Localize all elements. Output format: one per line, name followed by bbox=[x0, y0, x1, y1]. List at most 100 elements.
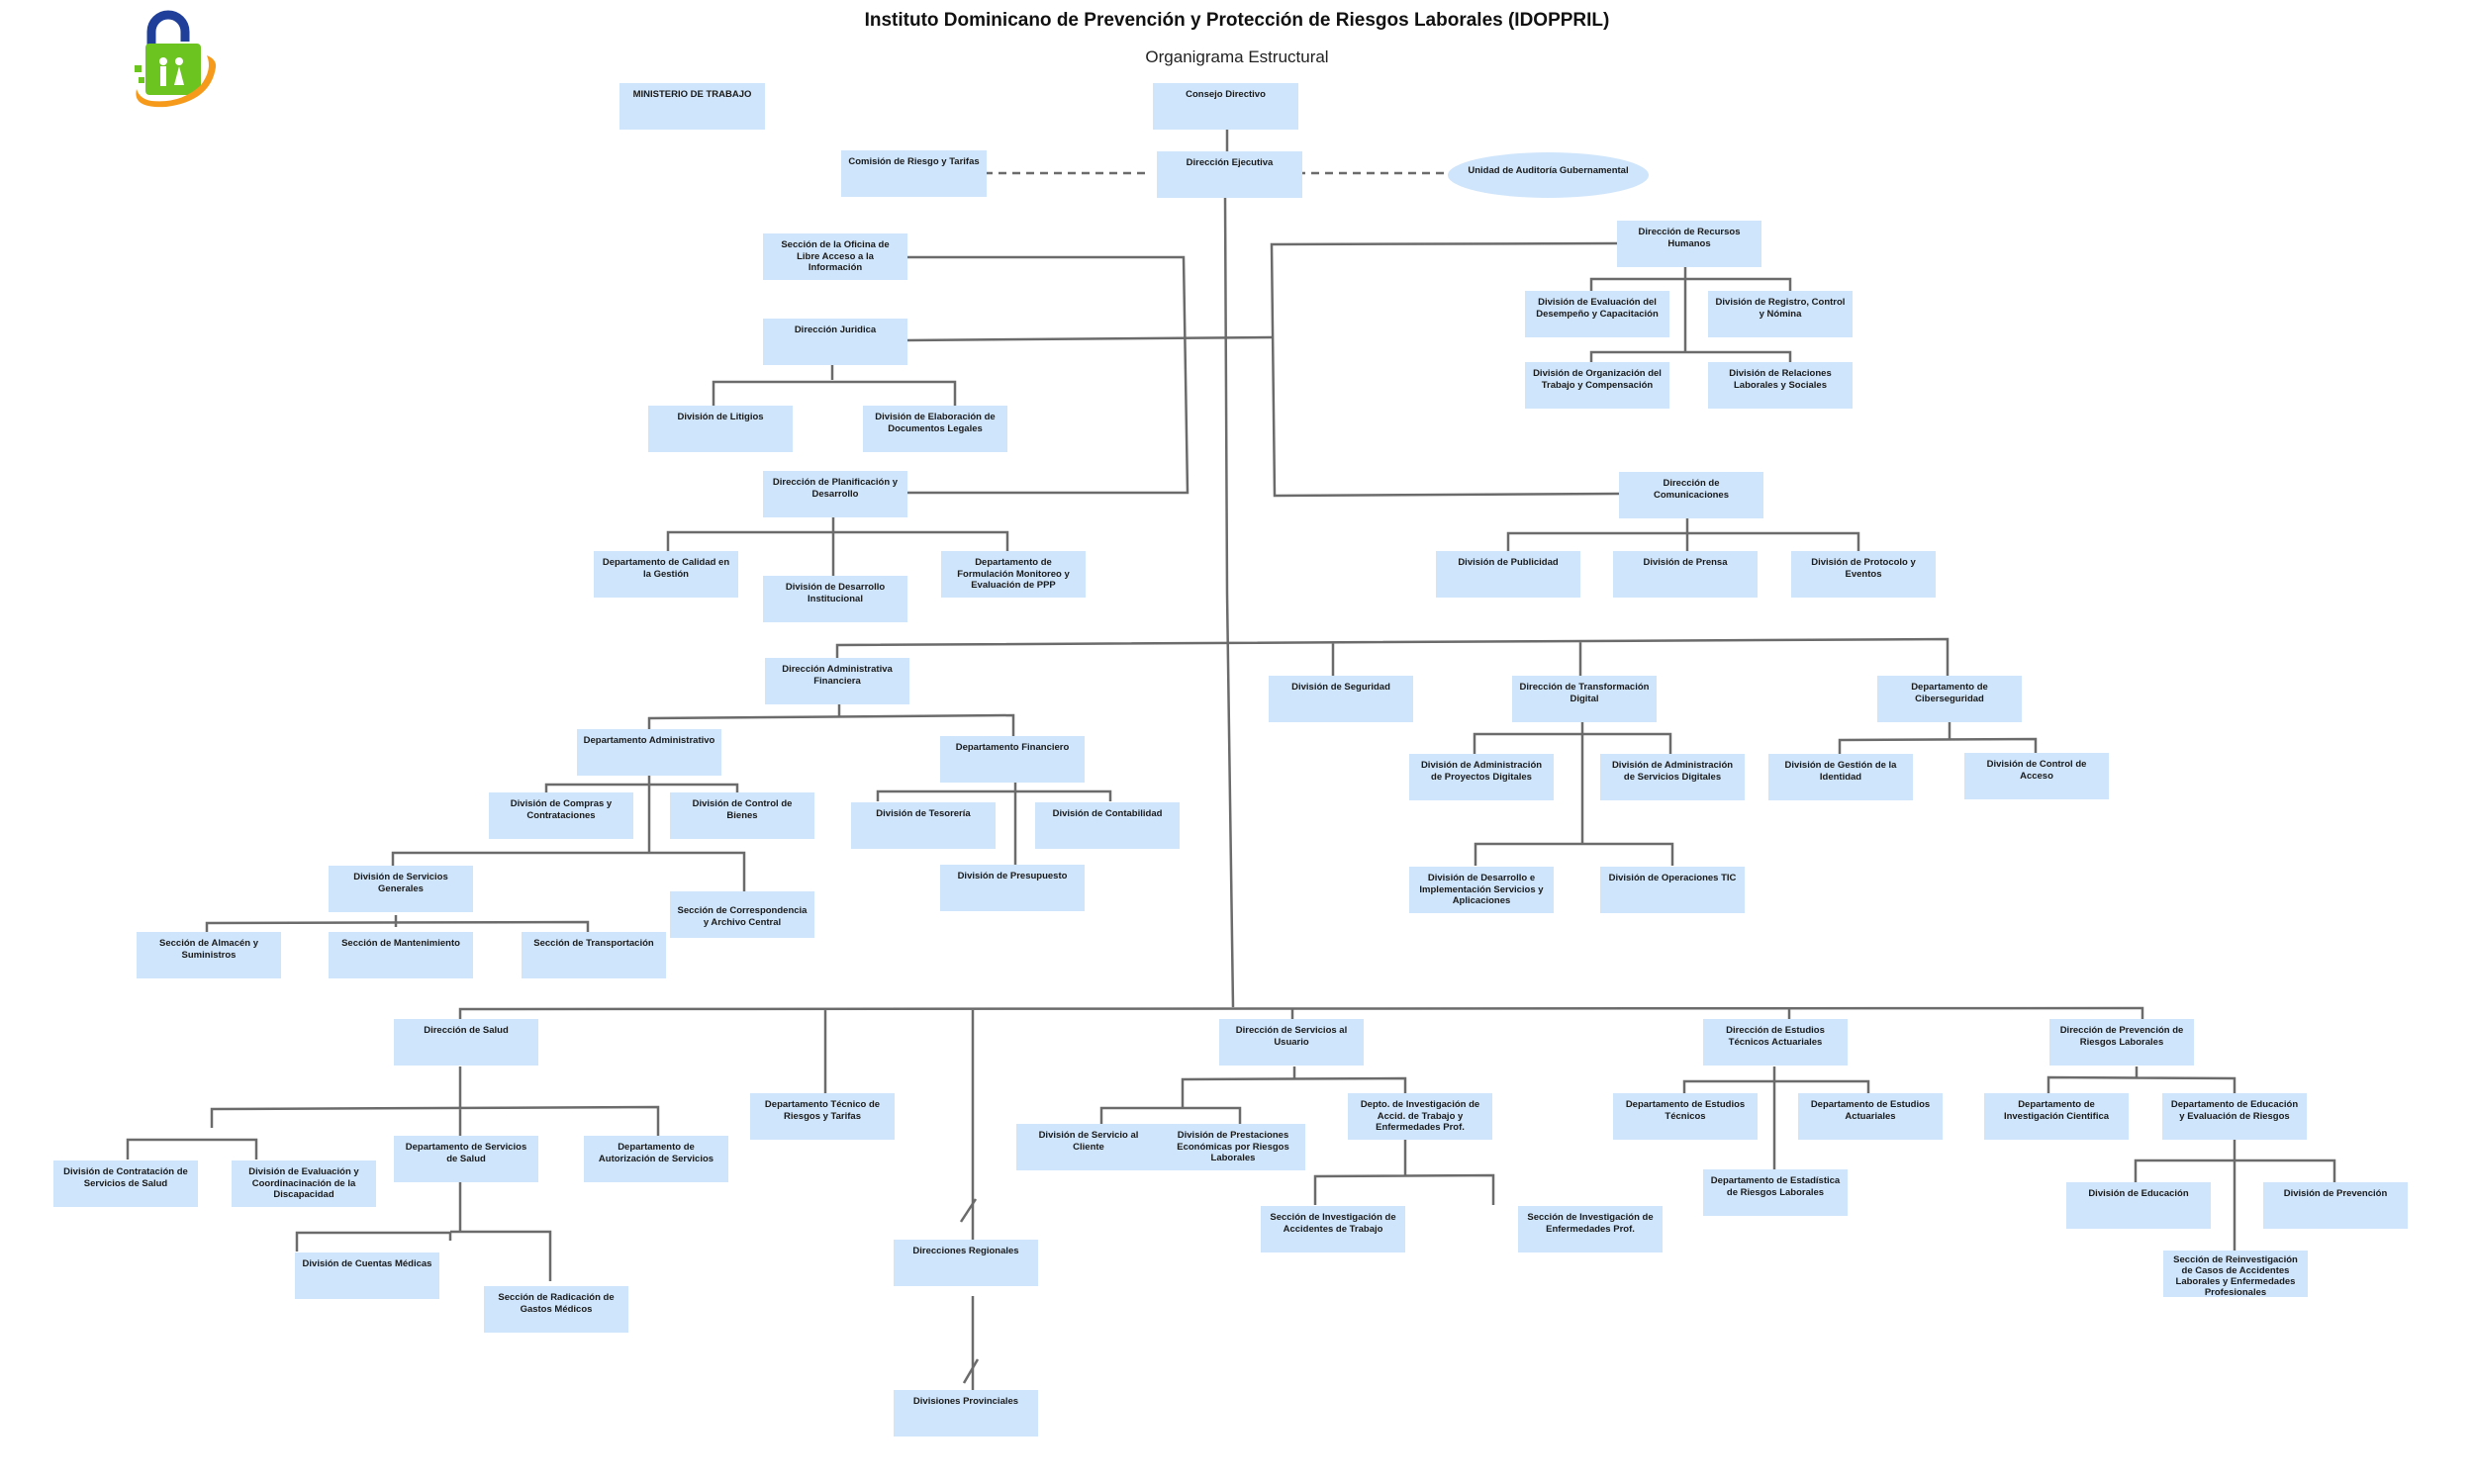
page-subtitle: Organigrama Estructural bbox=[1145, 47, 1329, 66]
node-documentos-legales: División de Elaboración de Documentos Le… bbox=[863, 406, 1007, 452]
connector-transf-children bbox=[1473, 722, 1674, 866]
connector-staff-left bbox=[906, 255, 1189, 495]
node-litigios: División de Litigios bbox=[648, 406, 793, 452]
node-prensa: División de Prensa bbox=[1613, 551, 1758, 598]
connector-planificacion-children bbox=[666, 517, 1009, 576]
node-seguridad: División de Seguridad bbox=[1269, 676, 1413, 722]
node-control-acceso: División de Control de Acceso bbox=[1964, 753, 2109, 799]
node-registro-nomina: División de Registro, Control y Nómina bbox=[1708, 291, 1853, 337]
node-departamento-administrativo: Departamento Administrativo bbox=[577, 729, 721, 776]
node-contabilidad: División de Contabilidad bbox=[1035, 802, 1180, 849]
node-correspondencia: Sección de Correspondencia y Archivo Cen… bbox=[670, 891, 814, 938]
idoppril-padlock-logo-icon bbox=[135, 10, 217, 108]
connector-educacion-children bbox=[2134, 1140, 2336, 1261]
connector-rrhh-children bbox=[1589, 267, 1792, 362]
connector-depsalud-children bbox=[295, 1181, 552, 1281]
node-servicios-generales: División de Servicios Generales bbox=[329, 866, 473, 912]
node-inv-accidentes-trabajo: Sección de Investigación de Accidentes d… bbox=[1261, 1206, 1405, 1252]
node-administrativa-financiera: Dirección Administrativa Financiera bbox=[765, 658, 909, 704]
logo-figure-head bbox=[175, 57, 183, 65]
connector-lines bbox=[126, 130, 2336, 1400]
connector-adminfin-children bbox=[647, 704, 1015, 736]
break-mark-provinciales bbox=[962, 1358, 980, 1384]
node-comunicaciones: Dirección de Comunicaciones bbox=[1619, 472, 1763, 518]
node-comision-riesgo: Comisión de Riesgo y Tarifas bbox=[841, 150, 987, 197]
node-departamento-financiero: Departamento Financiero bbox=[940, 736, 1085, 783]
node-organizacion-trabajo: División de Organización del Trabajo y C… bbox=[1525, 362, 1669, 409]
node-direccion-salud: Dirección de Salud bbox=[394, 1019, 538, 1066]
node-autorizacion-servicios: Departamento de Autorización de Servicio… bbox=[584, 1136, 728, 1182]
connector-comunicaciones-children bbox=[1506, 518, 1860, 551]
connector-estudios-children bbox=[1682, 1067, 1870, 1169]
node-contratacion-salud: División de Contratación de Servicios de… bbox=[53, 1160, 198, 1207]
node-cuentas-medicas: División de Cuentas Médicas bbox=[295, 1252, 439, 1299]
node-evaluacion-desempeno: División de Evaluación del Desempeño y C… bbox=[1525, 291, 1669, 337]
logo-figure-body bbox=[160, 66, 166, 86]
main-trunk bbox=[1223, 197, 1235, 1008]
logo-pixel bbox=[135, 65, 142, 72]
node-desarrollo-implementacion: División de Desarrollo e Implementación … bbox=[1409, 867, 1554, 913]
node-presupuesto: División de Presupuesto bbox=[940, 865, 1085, 911]
node-protocolo: División de Protocolo y Eventos bbox=[1791, 551, 1936, 598]
node-ciberseguridad: Departamento de Ciberseguridad bbox=[1877, 676, 2022, 722]
node-planificacion: Dirección de Planificación y Desarrollo bbox=[763, 471, 907, 517]
node-prevencion-direccion: Dirección de Prevención de Riesgos Labor… bbox=[2049, 1019, 2194, 1066]
node-publicidad: División de Publicidad bbox=[1436, 551, 1580, 598]
node-almacen: Sección de Almacén y Suministros bbox=[137, 932, 281, 978]
node-transformacion-digital: Dirección de Transformación Digital bbox=[1512, 676, 1657, 722]
node-ministerio: MINISTERIO DE TRABAJO bbox=[619, 83, 765, 130]
connector-juridica-children bbox=[712, 365, 957, 406]
node-educacion: División de Educación bbox=[2066, 1182, 2211, 1229]
page-title: Instituto Dominicano de Prevención y Pro… bbox=[864, 10, 1610, 31]
connector-bottom-bar bbox=[458, 1006, 2144, 1258]
node-direcciones-regionales: Direcciones Regionales bbox=[894, 1240, 1038, 1286]
node-transportacion: Sección de Transportación bbox=[522, 932, 666, 978]
node-investigacion-cientifica: Departamento de Investigación Cientifica bbox=[1984, 1093, 2129, 1140]
node-servicios-usuario: Dirección de Servicios al Usuario bbox=[1219, 1019, 1364, 1066]
node-estudios-actuariales: Departamento de Estudios Actuariales bbox=[1798, 1093, 1943, 1140]
logo-pixel bbox=[139, 77, 144, 83]
connector-depfin-children bbox=[876, 783, 1112, 865]
node-recursos-humanos: Dirección de Recursos Humanos bbox=[1617, 221, 1761, 267]
node-libre-acceso: Sección de la Oficina de Libre Acceso a … bbox=[763, 233, 907, 280]
node-prevencion: División de Prevención bbox=[2263, 1182, 2408, 1229]
connector-juridica bbox=[905, 335, 1273, 342]
node-compras: División de Compras y Contrataciones bbox=[489, 792, 633, 839]
node-servicios-digitales: División de Administración de Servicios … bbox=[1600, 754, 1745, 800]
connector-servgen-children bbox=[205, 915, 590, 932]
connector-staff-right bbox=[1270, 241, 1620, 498]
node-inv-enfermedades: Sección de Investigación de Enfermedades… bbox=[1518, 1206, 1663, 1252]
break-mark-regionales bbox=[959, 1198, 978, 1223]
node-servicios-salud: Departamento de Servicios de Salud bbox=[394, 1136, 538, 1182]
node-formulacion: Departamento de Formulación Monitoreo y … bbox=[941, 551, 1086, 598]
node-direccion-juridica: Dirección Juridica bbox=[763, 319, 907, 365]
node-radicacion: Sección de Radicación de Gastos Médicos bbox=[484, 1286, 628, 1333]
node-educacion-evaluacion: Departamento de Educación y Evaluación d… bbox=[2162, 1093, 2307, 1140]
node-estudios-actuariales-direccion: Dirección de Estudios Técnicos Actuarial… bbox=[1703, 1019, 1848, 1066]
connector-invaccid-children bbox=[1313, 1140, 1495, 1205]
node-divisiones-provinciales: Divisiones Provinciales bbox=[894, 1390, 1038, 1437]
node-auditoria: Unidad de Auditoría Gubernamental bbox=[1448, 152, 1649, 198]
node-investigacion-accidentes: Depto. de Investigación de Accid. de Tra… bbox=[1348, 1093, 1492, 1140]
logo-shackle bbox=[146, 10, 190, 47]
node-desarrollo-institucional: División de Desarrollo Institucional bbox=[763, 576, 907, 622]
connector-middle-bar bbox=[835, 637, 1950, 676]
node-tecnico-riesgos: Departamento Técnico de Riesgos y Tarifa… bbox=[750, 1093, 895, 1140]
logo-body bbox=[145, 44, 201, 95]
node-gestion-identidad: División de Gestión de la Identidad bbox=[1768, 754, 1913, 800]
node-discapacidad: División de Evaluación y Coordinacinació… bbox=[232, 1160, 376, 1207]
node-tesoreria: División de Tesorería bbox=[851, 802, 996, 849]
logo-figure-body bbox=[174, 66, 184, 85]
node-consejo-directivo: Consejo Directivo bbox=[1153, 83, 1298, 130]
node-estadistica: Departamento de Estadística de Riesgos L… bbox=[1703, 1169, 1848, 1216]
node-control-bienes: División de Control de Bienes bbox=[670, 792, 814, 839]
node-prestaciones: División de Prestaciones Económicas por … bbox=[1161, 1124, 1305, 1170]
connector-prevencion-children bbox=[2046, 1067, 2236, 1093]
logo-orbit bbox=[136, 55, 217, 108]
node-direccion-ejecutiva: Dirección Ejecutiva bbox=[1157, 151, 1302, 198]
node-proyectos-digitales: División de Administración de Proyectos … bbox=[1409, 754, 1554, 800]
node-mantenimiento: Sección de Mantenimiento bbox=[329, 932, 473, 978]
logo-figure-head bbox=[159, 57, 167, 65]
connector-servusuario-children bbox=[1099, 1067, 1407, 1133]
node-servicio-cliente: División de Servicio al Cliente bbox=[1016, 1124, 1161, 1170]
